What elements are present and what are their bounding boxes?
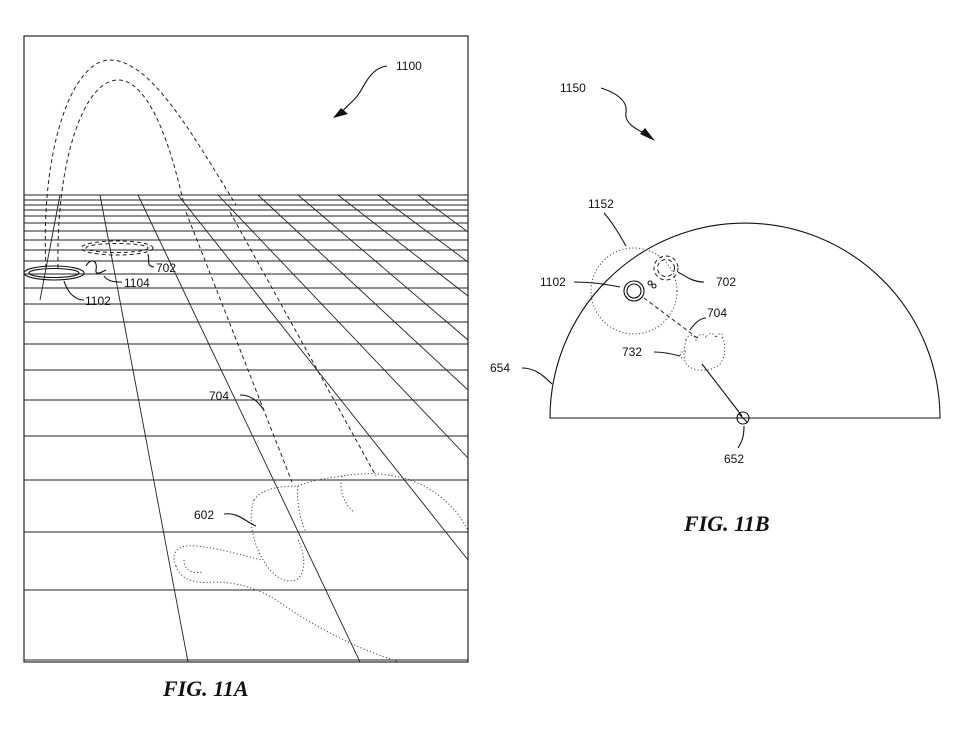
origin-652-point — [736, 411, 750, 425]
grid-perspective-line — [39, 194, 61, 301]
hand-732 — [679, 333, 726, 371]
arm-line — [701, 363, 743, 417]
label-602: 602 — [194, 508, 214, 522]
floor-grid — [24, 194, 468, 662]
object-1102-inner — [28, 267, 80, 279]
object-1102-ellipse — [23, 265, 85, 281]
leader-1100 — [341, 65, 388, 113]
object-1102-circle — [623, 280, 645, 302]
ray-704-line — [643, 297, 701, 341]
target-702-ellipse — [80, 240, 154, 256]
label-702: 702 — [156, 261, 176, 275]
indicator-1104-mark — [85, 260, 107, 274]
label-1102-b: 1102 — [540, 275, 566, 289]
trajectory-arc-outer — [44, 59, 237, 269]
grid-perspective-line — [99, 194, 189, 662]
leader-654 — [521, 367, 553, 385]
region-1152-circle — [590, 247, 678, 335]
caption-fig-11a: FIG. 11A — [162, 676, 249, 701]
target-702-inner-circle — [657, 259, 675, 277]
grid-horizontal-lines — [24, 194, 468, 661]
target-702-inner — [85, 243, 149, 253]
leader-702-b — [677, 271, 705, 283]
leader-1102 — [63, 280, 85, 301]
grid-perspective-line — [177, 194, 468, 561]
figure-11a: 1100 702 1104 1102 704 602 FIG. 11A — [23, 35, 469, 701]
grid-perspective-line — [377, 194, 468, 263]
label-732: 732 — [622, 345, 642, 359]
ray-704-right — [229, 211, 377, 477]
leader-1104 — [103, 275, 123, 283]
origin-652-tick — [738, 413, 748, 423]
indicator-dot-b — [651, 283, 657, 289]
arrow-1100 — [333, 108, 348, 118]
hand-602 — [173, 473, 469, 663]
figure-11b: 1150 1152 1102 702 704 732 654 652 FIG. … — [490, 81, 941, 536]
target-702-circle — [653, 255, 679, 281]
label-1150: 1150 — [560, 81, 586, 95]
label-652: 652 — [724, 452, 744, 466]
label-1104: 1104 — [124, 276, 150, 290]
ray-704-left — [185, 211, 293, 483]
leader-704-b — [689, 317, 707, 331]
label-704-b: 704 — [707, 306, 727, 320]
grid-perspective-line — [257, 194, 468, 391]
leader-602 — [223, 513, 257, 527]
leader-1152 — [603, 212, 627, 247]
object-1102-inner-circle — [626, 283, 642, 299]
indicator-dot-a — [647, 280, 653, 286]
grid-perspective-line — [297, 194, 468, 341]
caption-fig-11b: FIG. 11B — [683, 511, 770, 536]
grid-perspective-line — [337, 194, 468, 297]
label-1152: 1152 — [588, 197, 614, 211]
boundary-654-semicircle — [549, 222, 941, 419]
leader-1150 — [600, 87, 643, 133]
trajectory-arc-inner — [57, 79, 185, 269]
leader-652 — [737, 425, 745, 449]
leader-704 — [239, 394, 265, 411]
label-1100: 1100 — [396, 59, 422, 73]
label-704: 704 — [209, 389, 229, 403]
arrow-1150 — [640, 128, 655, 141]
label-1102: 1102 — [85, 294, 111, 308]
leader-1102-b — [573, 281, 621, 288]
grid-perspective-line — [417, 194, 468, 233]
grid-perspective-line — [137, 194, 361, 662]
label-654: 654 — [490, 361, 510, 375]
leader-732 — [653, 351, 681, 357]
label-702-b: 702 — [716, 275, 736, 289]
grid-perspective-line — [217, 194, 468, 459]
leader-702 — [147, 253, 155, 268]
fig-11a-frame — [23, 35, 469, 663]
